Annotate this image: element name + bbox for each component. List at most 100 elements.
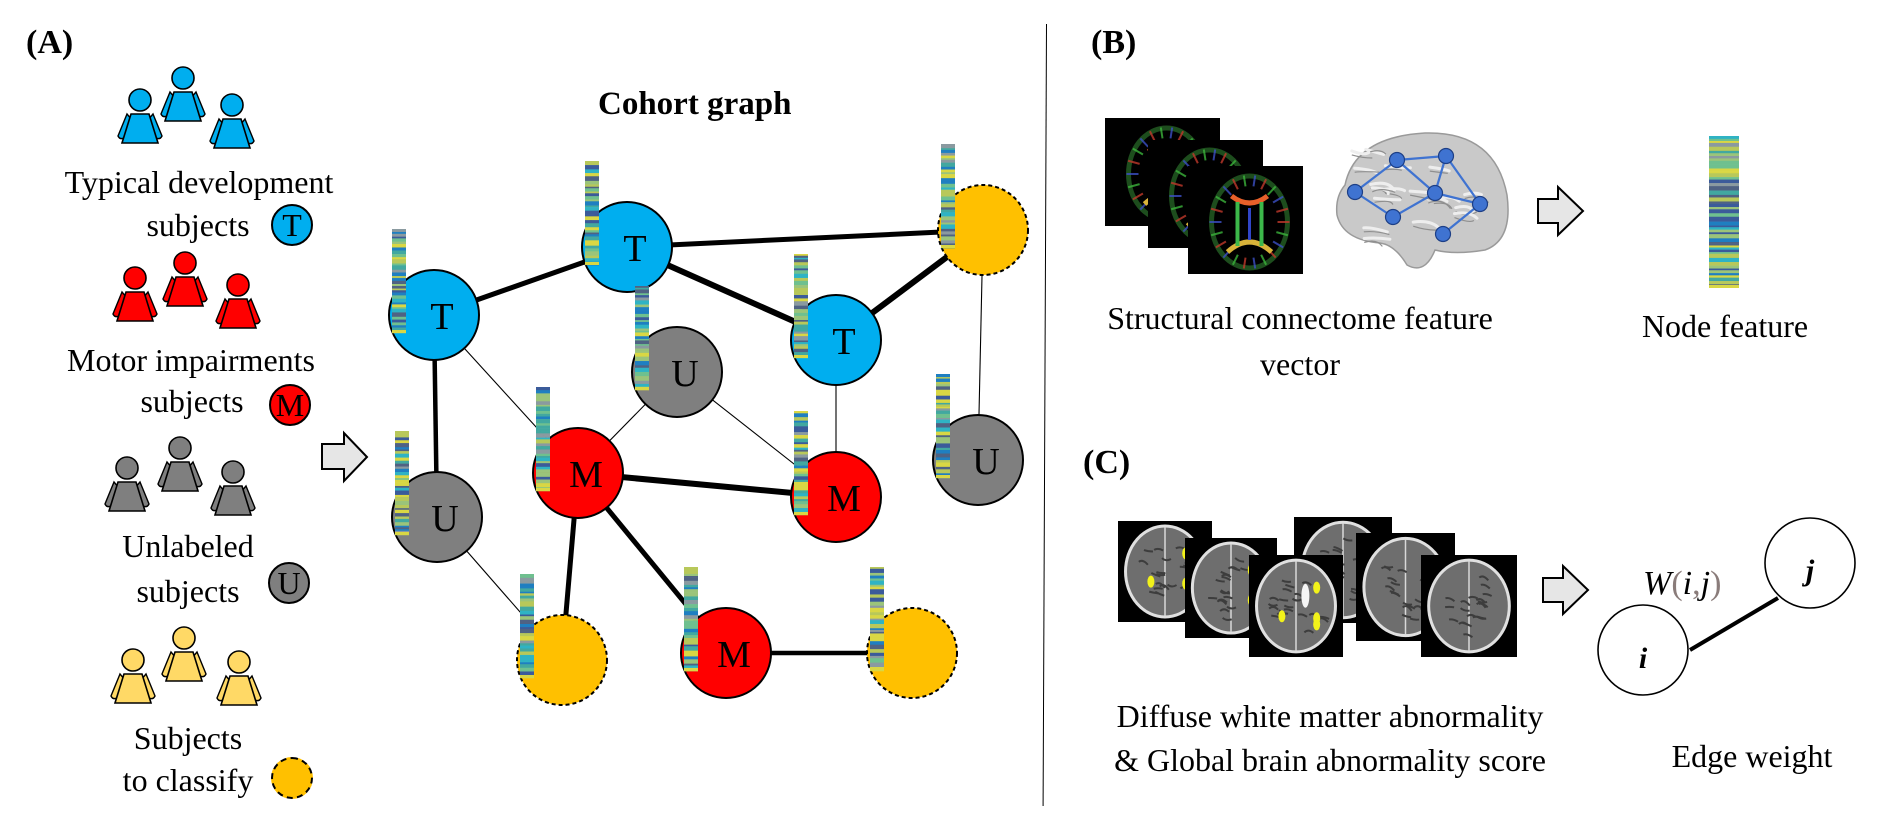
arrow-right-icon: [321, 430, 369, 484]
person-icon-classify-2: [161, 626, 207, 682]
feature-bar-y2: [520, 574, 534, 679]
graph-node-label-u1: U: [431, 498, 458, 540]
graph-node-label-t2: T: [623, 228, 646, 270]
node-feature-caption: Node feature: [1641, 308, 1809, 344]
brain-network-icon: [1335, 132, 1509, 269]
edge-weight-diagram: [1597, 517, 1856, 696]
legend-motor-line1: Motor impairments: [67, 342, 315, 378]
person-icon-typical-2: [160, 66, 206, 122]
edge-weight-caption: Edge weight: [1671, 738, 1833, 774]
mri-image-4: [1249, 555, 1343, 657]
feature-bar-t2: [585, 161, 599, 266]
panel-c-label: (C): [1083, 444, 1131, 481]
legend-badge-unlabeled: U: [268, 562, 310, 604]
feature-bar-y3: [870, 567, 884, 672]
graph-node-label-m2: M: [827, 478, 861, 520]
graph-node-m3: M: [680, 567, 772, 699]
panel-divider: [1042, 24, 1047, 806]
brain-node-5: [1384, 208, 1402, 226]
legend-badge-motor: M: [269, 384, 311, 426]
cohort-graph-title: Cohort graph: [598, 86, 792, 122]
person-icon-motor-1: [112, 266, 158, 322]
graph-node-m2: M: [790, 411, 882, 543]
structural-caption-line2: vector: [1260, 346, 1340, 382]
brain-node-6: [1471, 195, 1489, 213]
graph-node-t2: T: [581, 161, 673, 293]
legend-badge-typical: T: [271, 204, 313, 246]
legend-motor-line2: subjects: [140, 383, 244, 419]
feature-bar-t1: [392, 229, 406, 334]
weight-j: j: [1700, 565, 1711, 602]
edge-weight-formula: W(i,j): [1643, 567, 1721, 601]
person-icon-unlabeled-1: [104, 456, 150, 512]
graph-node-u2: U: [631, 286, 723, 418]
graph-node-label-m1: M: [569, 454, 603, 496]
person-icon-typical-1: [117, 88, 163, 144]
graph-node-t3: T: [790, 254, 882, 386]
brain-node-1: [1346, 183, 1364, 201]
graph-node-label-u2: U: [671, 353, 698, 395]
graph-edges: [431, 227, 985, 661]
legend-unlabeled-line1: Unlabeled: [122, 528, 254, 564]
feature-bar-u2: [635, 286, 649, 391]
graph-node-label-t1: T: [430, 296, 453, 338]
weight-close-paren: ): [1710, 565, 1722, 602]
graph-node-y2: [516, 574, 608, 706]
weight-i: i: [1682, 565, 1693, 602]
legend-badge-classify: [271, 757, 313, 799]
legend-typical-line2: subjects: [146, 207, 250, 243]
edge-line: [1688, 596, 1780, 652]
node-i-circle: [1597, 604, 1689, 696]
node-i-label: i: [1638, 642, 1648, 675]
graph-node-label-u3: U: [972, 441, 999, 483]
brain-node-4: [1426, 184, 1444, 202]
node-j-label: j: [1805, 554, 1815, 587]
panel-b-label: (B): [1091, 24, 1137, 61]
mri-image-6: [1421, 555, 1517, 657]
legend-classify-line1: Subjects: [133, 720, 243, 756]
person-icon-unlabeled-2: [157, 436, 203, 492]
graph-node-y1: [937, 144, 1029, 276]
graph-node-label-t3: T: [832, 321, 855, 363]
graph-node-y3: [866, 567, 958, 699]
legend-typical-line1: Typical development: [64, 164, 334, 200]
person-icon-classify-3: [216, 650, 262, 706]
person-icon-motor-2: [162, 251, 208, 307]
node-j-circle: [1764, 517, 1856, 609]
abnormality-caption-line1: Diffuse white matter abnormality: [1116, 698, 1544, 734]
arrow-right-icon-c: [1542, 563, 1590, 617]
graph-node-label-m3: M: [717, 634, 751, 676]
feature-bar-m2: [794, 411, 808, 516]
graph-edge-t2-y1: [626, 227, 984, 250]
legend-people: [104, 66, 262, 706]
legend-unlabeled-line2: subjects: [136, 573, 240, 609]
person-icon-motor-3: [215, 273, 261, 329]
feature-bar-u1: [395, 431, 409, 536]
weight-comma: ,: [1692, 565, 1701, 602]
person-icon-typical-3: [209, 93, 255, 149]
brain-node-3: [1437, 147, 1455, 165]
feature-bar-m3: [684, 567, 698, 672]
graph-node-t1: T: [388, 229, 480, 361]
graph-nodes: T T T U U U M M M: [388, 144, 1029, 706]
weight-symbol: W: [1643, 565, 1672, 602]
node-feature-bar: [1709, 136, 1739, 288]
feature-bar-t3: [794, 254, 808, 359]
arrow-right-icon-b: [1537, 184, 1585, 238]
abnormality-caption-line2: & Global brain abnormality score: [1114, 742, 1546, 778]
feature-bar-u3: [936, 374, 950, 479]
legend-classify-line2: to classify: [122, 762, 254, 798]
brain-node-2: [1388, 151, 1406, 169]
feature-bar-m1: [536, 387, 550, 492]
node-feature-stripes: [1709, 136, 1739, 288]
person-icon-unlabeled-3: [210, 460, 256, 516]
feature-bar-y1: [941, 144, 955, 249]
weight-open-paren: (: [1671, 565, 1683, 602]
cohort-graph: T T T U U U M M M: [388, 144, 1029, 706]
graph-node-u1: U: [391, 431, 483, 563]
structural-caption-line1: Structural connectome feature: [1107, 300, 1493, 336]
graph-node-u3: U: [932, 374, 1024, 506]
brain-node-7: [1434, 225, 1452, 243]
person-icon-classify-1: [110, 648, 156, 704]
